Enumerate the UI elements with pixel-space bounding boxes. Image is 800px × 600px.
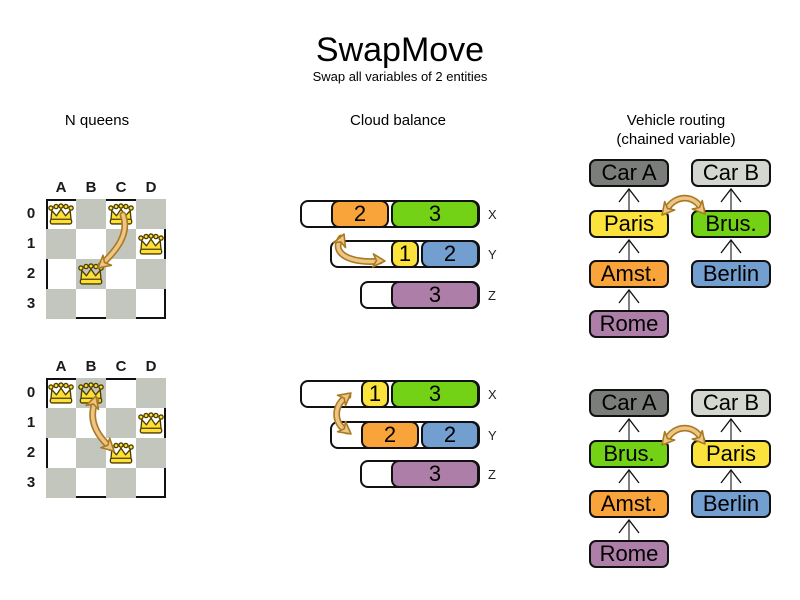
vehicle-node: Car A — [589, 159, 669, 187]
board-cell — [106, 229, 136, 259]
board-cell — [46, 289, 76, 319]
board-col-label: C — [115, 358, 127, 375]
vehicle-node: Berlin — [691, 260, 771, 288]
cloud-row-label: X — [488, 387, 497, 402]
chain-up-arrow-icon — [618, 417, 640, 433]
queen-icon — [47, 382, 75, 410]
board-cell — [46, 229, 76, 259]
cloud-process-block: 3 — [391, 281, 479, 309]
chain-up-arrow-icon — [618, 187, 640, 203]
board-col-label: B — [85, 179, 97, 196]
nqueens-header: N queens — [64, 112, 130, 129]
vehicle-node: Berlin — [691, 490, 771, 518]
cloud-row-label: X — [488, 207, 497, 222]
queen-icon — [137, 233, 165, 261]
diagram-title: SwapMove — [315, 31, 485, 69]
vehicle-node: Rome — [589, 310, 669, 338]
cloud-process-block: 3 — [391, 460, 479, 488]
cloud-process-block: 3 — [391, 380, 479, 408]
chain-up-arrow-icon — [720, 468, 742, 484]
queen-icon — [107, 203, 135, 231]
chain-up-arrow-icon — [618, 468, 640, 484]
cloud-process-block: 2 — [421, 240, 479, 268]
cloud-row-label: Y — [488, 247, 497, 262]
vehicle-header-line2: (chained variable) — [616, 131, 736, 148]
vehicle-node: Paris — [691, 440, 771, 468]
board-col-label: D — [145, 179, 157, 196]
diagram-subtitle: Swap all variables of 2 entities — [312, 69, 488, 84]
cloud-process-block: 2 — [421, 421, 479, 449]
chain-up-arrow-icon — [618, 288, 640, 304]
board-row-label: 3 — [26, 474, 36, 491]
board-row-label: 2 — [26, 444, 36, 461]
board-cell — [136, 438, 166, 468]
board-cell — [106, 468, 136, 498]
board-col-label: C — [115, 179, 127, 196]
cloud-process-block: 3 — [391, 200, 479, 228]
board-row-label: 0 — [26, 384, 36, 401]
chain-up-arrow-icon — [720, 238, 742, 254]
queen-crown — [78, 382, 104, 404]
queen-crown — [48, 203, 74, 225]
cloud-header: Cloud balance — [350, 112, 446, 129]
chain-up-arrow-icon — [720, 187, 742, 203]
board-row-label: 2 — [26, 265, 36, 282]
board-row-label: 1 — [26, 235, 36, 252]
vehicle-header: Vehicle routing (chained variable) — [576, 111, 776, 149]
vehicle-header-line1: Vehicle routing — [626, 112, 726, 129]
queen-icon — [47, 203, 75, 231]
cloud-process-block: 2 — [331, 200, 389, 228]
board-col-label: B — [85, 358, 97, 375]
board-col-label: D — [145, 358, 157, 375]
board-cell — [106, 289, 136, 319]
vehicle-node: Car B — [691, 159, 771, 187]
queen-crown — [138, 412, 164, 434]
board-cell — [76, 199, 106, 229]
cloud-process-block: 2 — [361, 421, 419, 449]
board-cell — [46, 408, 76, 438]
cloud-row-label: Z — [488, 467, 496, 482]
board-cell — [136, 199, 166, 229]
queen-icon — [77, 263, 105, 291]
board-row-label: 0 — [26, 205, 36, 222]
queen-crown — [108, 442, 134, 464]
board-cell — [76, 438, 106, 468]
vehicle-node: Amst. — [589, 490, 669, 518]
board-col-label: A — [55, 358, 67, 375]
board-cell — [106, 408, 136, 438]
vehicle-node: Brus. — [589, 440, 669, 468]
board-row-label: 3 — [26, 295, 36, 312]
cloud-process-block: 1 — [361, 380, 389, 408]
vehicle-node: Amst. — [589, 260, 669, 288]
queen-crown — [48, 382, 74, 404]
cloud-process-block: 1 — [391, 240, 419, 268]
cloud-row-label: Y — [488, 428, 497, 443]
vehicle-node: Car B — [691, 389, 771, 417]
board-cell — [136, 378, 166, 408]
chain-up-arrow-icon — [618, 238, 640, 254]
vehicle-node: Brus. — [691, 210, 771, 238]
board-cell — [46, 468, 76, 498]
vehicle-node: Paris — [589, 210, 669, 238]
vehicle-node: Rome — [589, 540, 669, 568]
board-row-label: 1 — [26, 414, 36, 431]
vehicle-node: Car A — [589, 389, 669, 417]
cloud-row-label: Z — [488, 288, 496, 303]
queen-icon — [107, 442, 135, 470]
queen-icon — [77, 382, 105, 410]
queen-icon — [137, 412, 165, 440]
queen-crown — [138, 233, 164, 255]
chain-up-arrow-icon — [618, 518, 640, 534]
queen-crown — [108, 203, 134, 225]
chain-up-arrow-icon — [720, 417, 742, 433]
queen-crown — [78, 263, 104, 285]
board-col-label: A — [55, 179, 67, 196]
board-cell — [136, 259, 166, 289]
